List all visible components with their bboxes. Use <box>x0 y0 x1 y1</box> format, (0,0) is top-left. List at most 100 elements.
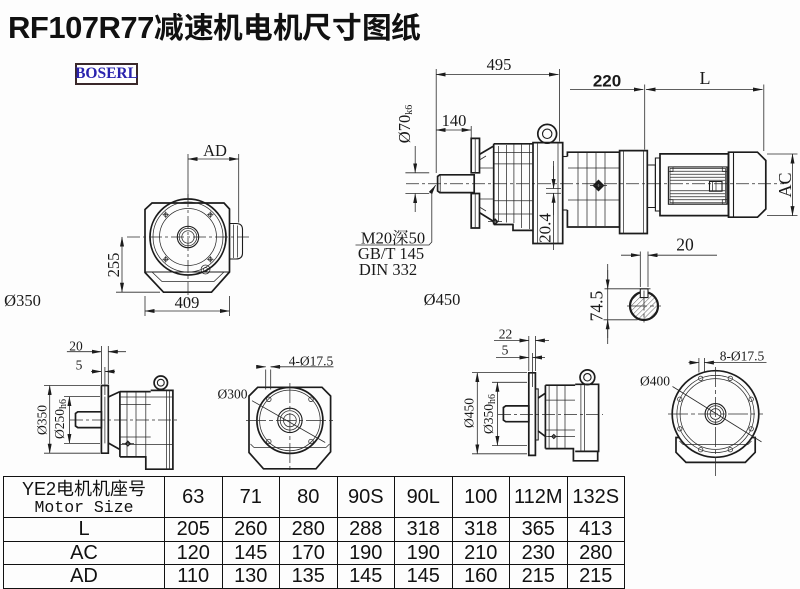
dim-dia250: Ø250h6 <box>51 398 69 439</box>
cjk-glyph <box>74 479 92 496</box>
cjk-glyph <box>392 229 409 245</box>
note-din: DIN 332 <box>358 259 418 279</box>
dim-key-depth: 74.5 <box>586 290 607 321</box>
table-cell: 230 <box>509 540 568 565</box>
table-cell: 145 <box>221 540 280 565</box>
page-title: RF107R77 <box>8 5 421 51</box>
table-col-header: 63 <box>164 476 223 518</box>
dim-flange20: 20 <box>69 337 83 353</box>
dim-dia350-flange: Ø350 <box>34 404 50 435</box>
table-cell: 215 <box>566 564 625 589</box>
dim-shaft-dia-value: Ø70 <box>394 114 414 144</box>
dim-shaft-dia-tolerance: k6 <box>403 104 415 115</box>
cjk-glyph <box>302 13 332 41</box>
dim-495: 495 <box>486 54 512 74</box>
table-cell: 260 <box>221 517 280 542</box>
cjk-glyph <box>154 12 183 41</box>
table-row-label: L <box>3 517 165 542</box>
table-col-header: 132S <box>566 476 625 518</box>
shaft-key-section <box>603 251 717 344</box>
dim-spigot5: 5 <box>75 357 83 373</box>
table-cell: 120 <box>164 540 223 565</box>
table-cell: 190 <box>336 540 395 565</box>
dim-dia250-tolerance: h6 <box>57 398 69 409</box>
flange-small-front-view <box>246 364 334 473</box>
cjk-glyph <box>129 480 145 496</box>
table-col-header: 71 <box>221 476 280 518</box>
note-gbt: GB/T 145 <box>357 243 425 263</box>
table-col-header: 90L <box>394 476 453 518</box>
dim-dia350-housing: Ø350 <box>4 290 41 310</box>
dim-ad: AD <box>203 140 227 160</box>
flange-large-side-view <box>472 336 603 462</box>
cjk-glyph <box>110 479 128 496</box>
cjk-glyph <box>213 12 243 41</box>
cjk-glyph <box>58 479 74 496</box>
dim-409: 409 <box>174 292 200 312</box>
table-cell: 280 <box>279 517 338 542</box>
table-col-header: 100 <box>451 476 510 518</box>
dim-key-height: 20.4 <box>535 213 555 243</box>
cjk-glyph <box>92 479 110 496</box>
table-col-header: 80 <box>279 476 338 518</box>
dim-flange22: 22 <box>498 325 513 341</box>
table-cell: 170 <box>279 540 338 565</box>
cjk-glyph <box>392 12 421 41</box>
dim-dia350h6-value: Ø350 <box>481 403 496 434</box>
dim-motor-ac: AC <box>775 171 795 198</box>
table-row-label: AC <box>3 540 165 565</box>
brand-logo: BOSERL <box>75 63 138 85</box>
dim-8holes: 8-Ø17.5 <box>719 347 765 363</box>
table-cell: 365 <box>509 517 568 542</box>
cjk-glyph <box>333 12 361 41</box>
dim-dia300: Ø300 <box>217 386 248 402</box>
table-cell: 215 <box>509 564 568 589</box>
table-cell: 280 <box>566 540 625 565</box>
dim-dia250-value: Ø250 <box>51 408 67 439</box>
cjk-glyph <box>273 12 303 41</box>
table-header-motor-size: YE2 Motor Size <box>3 476 165 518</box>
dim-220: 220 <box>592 71 622 91</box>
table-cell: 135 <box>279 564 338 589</box>
flange-large-front-view <box>668 358 767 476</box>
gearbox-front-view <box>116 154 249 316</box>
table-cell: 205 <box>164 517 223 542</box>
table-cell: 110 <box>164 564 223 589</box>
table-cell: 288 <box>336 517 395 542</box>
dim-dia350h6: Ø350h6 <box>481 393 498 434</box>
table-cell: 160 <box>451 564 510 589</box>
table-cell: 145 <box>336 564 395 589</box>
flange-small-side-view <box>44 346 177 471</box>
dim-dia400: Ø400 <box>640 373 670 389</box>
table-cell: 145 <box>394 564 453 589</box>
table-cell: 318 <box>451 517 510 542</box>
dim-key-width: 20 <box>676 233 694 254</box>
cjk-glyph <box>363 13 390 41</box>
brand-logo-text: BOSERL <box>75 64 138 82</box>
dim-shaft-dia: Ø70k6 <box>394 104 415 144</box>
dim-dia350h6-tolerance: h6 <box>487 393 498 404</box>
table-col-header: 90S <box>336 476 395 518</box>
dim-dia450-flange: Ø450 <box>460 397 476 428</box>
table-cell: 130 <box>221 564 280 589</box>
table-cell: 210 <box>451 540 510 565</box>
dim-dia450-note: Ø450 <box>423 289 461 309</box>
table-cell: 318 <box>394 517 453 542</box>
dim-4holes: 4-Ø17.5 <box>288 352 334 368</box>
dim-motor-l: L <box>699 68 711 88</box>
cjk-glyph <box>184 12 213 41</box>
dim-255: 255 <box>103 252 123 278</box>
gear-motor-side-view <box>355 69 798 250</box>
table-cell: 190 <box>394 540 453 565</box>
table-col-header: 112M <box>509 476 568 518</box>
dim-140: 140 <box>441 110 467 130</box>
dim-spigot5b: 5 <box>501 342 509 358</box>
table-cell: 413 <box>566 517 625 542</box>
